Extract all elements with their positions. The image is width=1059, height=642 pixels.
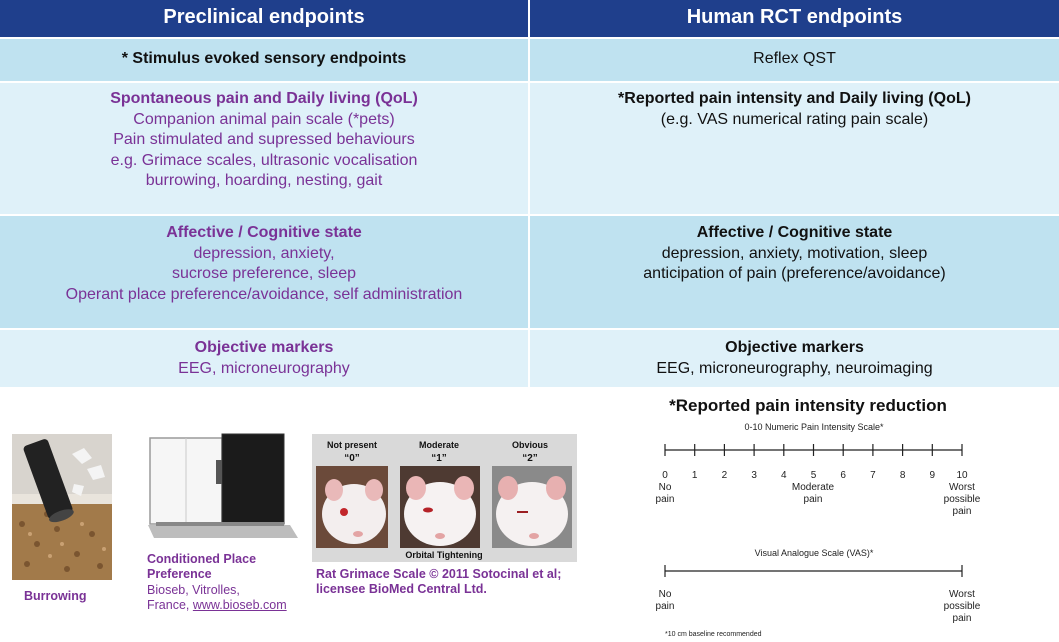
nrs-left-label-0: No [659,482,672,493]
rat-grimace-image: Not present Moderate Obvious “0” “1” “2” [312,434,577,562]
row4-left-line: EEG, microneurography [178,359,350,377]
row3-left: Affective / Cognitive state depression, … [0,216,528,328]
vas-right-label-1: possible [944,601,981,612]
row3-left-title: Affective / Cognitive state [166,224,362,241]
row3-left-line: Operant place preference/avoidance, self… [65,285,463,303]
row2-left-line: Companion animal pain scale (*pets) [133,110,395,128]
row3-right-line: depression, anxiety, motivation, sleep [661,244,928,262]
nrs-ticks: 0 1 2 3 4 5 6 7 8 9 10 [662,444,968,481]
bioseb-link[interactable]: www.bioseb.com [192,598,287,612]
nrs-tick-label: 4 [781,470,787,481]
cpp-caption: Conditioned Place Preference [147,552,256,582]
row4-right-title: Objective markers [725,339,864,356]
vas-left-label-1: pain [656,601,675,612]
rat-face-1 [400,466,480,548]
illustrations-area: Burrowing Conditioned Place Preference B… [0,384,1059,642]
cpp-source-line-2: France, www.bioseb.com [147,598,287,612]
row2-left-line: Pain stimulated and supressed behaviours [113,131,415,148]
table-header: Preclinical endpoints Human RCT endpoint… [0,0,1059,37]
table-row: * Stimulus evoked sensory endpoints Refl… [0,37,1059,81]
vas-right-label-0: Worst [949,589,975,600]
burrowing-photo [12,434,112,580]
row4-left: Objective markers EEG, microneurography [0,330,528,387]
nrs-tick-label: 9 [930,470,936,481]
row2-right: *Reported pain intensity and Daily livin… [528,83,1059,214]
row2-left-line: burrowing, hoarding, nesting, gait [145,172,383,189]
vas-left-label-0: No [659,589,672,600]
cpp-source-line: Bioseb, Vitrolles, [147,583,240,597]
nrs-tick-label: 7 [870,470,876,481]
row4-right: Objective markers EEG, microneurography,… [528,330,1059,387]
table-row: Affective / Cognitive state depression, … [0,214,1059,328]
table-row: Objective markers EEG, microneurography … [0,328,1059,387]
grimace-caption: Rat Grimace Scale © 2011 Sotocinal et al… [316,567,561,597]
nrs-tick-label: 6 [840,470,846,481]
cpp-caption-line: Preference [147,567,212,581]
scale-footnote: *10 cm baseline recommended [665,631,762,638]
nrs-mid-label-0: Moderate [792,482,835,493]
row3-right-line: anticipation of pain (preference/avoidan… [643,265,946,282]
row2-right-title: *Reported pain intensity and Daily livin… [618,90,971,107]
row2-left-title: Spontaneous pain and Daily living (QoL) [110,90,418,107]
nrs-left-label-1: pain [656,494,675,505]
row1-left-title: * Stimulus evoked sensory endpoints [121,50,407,67]
cpp-caption-line: Conditioned Place [147,552,257,566]
cpp-apparatus-photo [140,430,300,550]
row3-right: Affective / Cognitive state depression, … [528,216,1059,328]
nrs-right-label-0: Worst [949,482,975,493]
nrs-tick-label: 5 [811,470,817,481]
row4-left-title: Objective markers [194,339,334,356]
grimace-caption-line: Rat Grimace Scale © 2011 Sotocinal et al… [316,567,562,581]
row3-right-title: Affective / Cognitive state [696,224,893,241]
grimace-score-1: “1” [431,453,447,464]
grimace-header-2: Obvious [512,440,548,450]
grimace-header-0: Not present [327,440,377,450]
header-preclinical: Preclinical endpoints [163,6,365,28]
nrs-tick-label: 10 [956,470,968,481]
grimace-header-1: Moderate [419,440,459,450]
nrs-tick-label: 3 [751,470,757,481]
nrs-title: 0-10 Numeric Pain Intensity Scale* [744,422,884,432]
row3-left-line: sucrose preference, sleep [171,265,357,282]
row3-left-line: depression, anxiety, [193,244,335,262]
nrs-tick-label: 0 [662,470,668,481]
nrs-right-label-2: pain [953,506,972,517]
grimace-score-0: “0” [344,453,360,464]
row2-right-line: (e.g. VAS numerical rating pain scale) [660,110,929,128]
grimace-score-2: “2” [522,453,538,464]
header-human-rct: Human RCT endpoints [528,0,1059,37]
row1-right-line: Reflex QST [528,39,1059,81]
pain-scales-svg: 0-10 Numeric Pain Intensity Scale* 0 1 2 3 4… [656,422,981,638]
grimace-bottom-label: Orbital Tightening [405,550,482,560]
vas-title: Visual Analogue Scale (VAS)* [755,548,874,558]
nrs-tick-label: 1 [692,470,698,481]
burrowing-caption: Burrowing [24,589,87,603]
table-row: Spontaneous pain and Daily living (QoL) … [0,81,1059,214]
row2-left-line: e.g. Grimace scales, ultrasonic vocalisa… [110,151,418,169]
nrs-tick-label: 2 [722,470,728,481]
nrs-mid-label-1: pain [804,494,823,505]
rat-face-2 [492,466,572,548]
cpp-source: Bioseb, Vitrolles, France, www.bioseb.co… [147,583,287,613]
nrs-right-label-1: possible [944,494,981,505]
grimace-caption-line: licensee BioMed Central Ltd. [316,582,487,596]
scales-title: *Reported pain intensity reduction [669,396,947,415]
row2-left: Spontaneous pain and Daily living (QoL) … [0,83,528,214]
row4-right-line: EEG, microneurography, neuroimaging [656,359,933,377]
vas-right-label-2: pain [953,613,972,624]
nrs-tick-label: 8 [900,470,906,481]
rat-face-0 [316,466,388,548]
endpoints-table: Preclinical endpoints Human RCT endpoint… [0,0,1059,387]
